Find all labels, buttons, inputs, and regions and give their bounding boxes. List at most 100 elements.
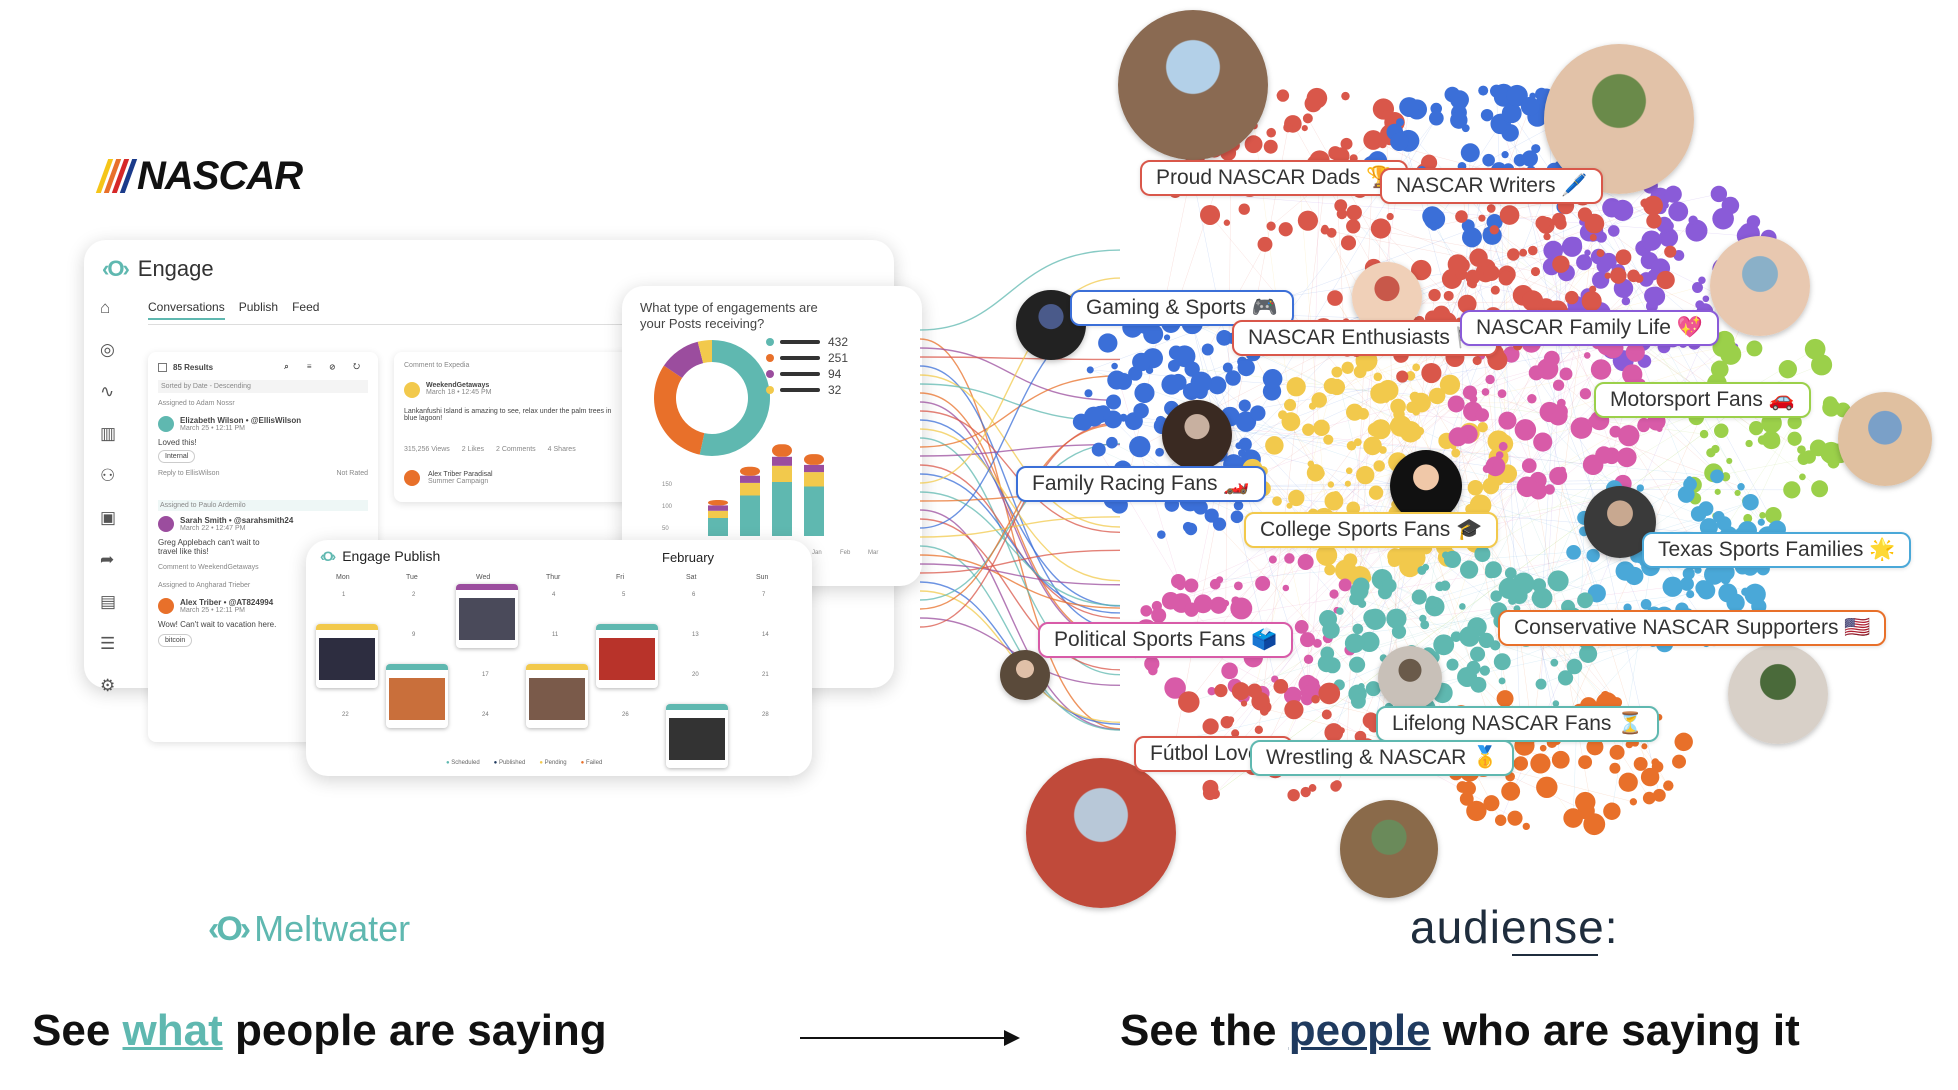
- segment-label[interactable]: NASCAR Writers 🖊️: [1380, 168, 1604, 204]
- segment-label[interactable]: Motorsport Fans 🚗: [1594, 382, 1811, 418]
- author: Alex Triber • @AT824994: [180, 598, 274, 607]
- post-shares[interactable]: 4 Shares: [547, 446, 576, 453]
- people-icon[interactable]: ⚇: [100, 466, 116, 485]
- network-edge: [1416, 476, 1726, 691]
- calendar-date[interactable]: 17: [482, 672, 489, 678]
- calendar-date[interactable]: 6: [692, 592, 696, 598]
- calendar-date[interactable]: 14: [762, 632, 769, 638]
- segment-label[interactable]: NASCAR Enthusiasts 🏁: [1232, 320, 1498, 356]
- post-comments[interactable]: 2 Comments: [495, 446, 536, 453]
- calendar-date[interactable]: 9: [412, 632, 416, 638]
- calendar-date[interactable]: 28: [762, 712, 769, 718]
- tag-chip[interactable]: Internal: [158, 450, 196, 463]
- audience-node: [1501, 781, 1521, 801]
- post-likes[interactable]: 2 Likes: [461, 446, 484, 453]
- calendar-date[interactable]: 7: [762, 592, 766, 598]
- scheduled-post-thumbnail[interactable]: [316, 624, 378, 688]
- audience-node: [1460, 560, 1479, 579]
- audience-node: [1364, 608, 1386, 630]
- legend-label: Scheduled: [451, 760, 480, 766]
- calendar-date[interactable]: 2: [412, 592, 416, 598]
- audience-node: [1757, 518, 1765, 526]
- list-toolbar-icons[interactable]: ⌕ ≡ ⊘ ↻: [284, 362, 368, 371]
- reply-label[interactable]: Reply to EllisWilson: [158, 470, 220, 477]
- audience-node: [1455, 210, 1468, 223]
- scheduled-post-thumbnail[interactable]: [526, 664, 588, 728]
- chart-title: What type of engagements are your Posts …: [640, 300, 818, 331]
- scheduled-post-thumbnail[interactable]: [596, 624, 658, 688]
- engagement-chart-card: What type of engagements are your Posts …: [622, 286, 922, 586]
- sliders-icon[interactable]: ☰: [100, 634, 116, 653]
- list-item[interactable]: Sarah Smith • @sarahsmith24 March 22 • 1…: [158, 516, 368, 532]
- connector-line: [919, 518, 1121, 671]
- gear-icon[interactable]: ⚙: [100, 676, 116, 695]
- audience-node: [1494, 814, 1507, 826]
- tab-publish[interactable]: Publish: [238, 300, 279, 314]
- list-item[interactable]: Elizabeth Wilson • @EllisWilson March 25…: [158, 416, 368, 432]
- audience-node: [1129, 436, 1151, 458]
- compass-icon[interactable]: ◎: [100, 340, 115, 359]
- audience-node: [1498, 270, 1514, 286]
- segment-label[interactable]: NASCAR Family Life 💖: [1460, 310, 1719, 346]
- audience-node: [1737, 483, 1745, 491]
- audience-node: [1155, 447, 1164, 457]
- bar-segment: [740, 495, 760, 536]
- audience-node: [1412, 408, 1420, 416]
- select-all-checkbox[interactable]: [158, 362, 167, 372]
- audience-node: [1475, 408, 1490, 422]
- calendar-date[interactable]: 21: [762, 672, 769, 678]
- audience-node: [1692, 282, 1703, 293]
- audience-node: [1441, 551, 1450, 559]
- audience-node: [1370, 218, 1391, 239]
- segment-label[interactable]: Texas Sports Families 🌟: [1642, 532, 1912, 568]
- segment-label[interactable]: College Sports Fans 🎓: [1244, 512, 1499, 548]
- audience-node: [1201, 343, 1214, 356]
- tab-feed[interactable]: Feed: [292, 300, 320, 314]
- segment-label[interactable]: Political Sports Fans 🗳️: [1038, 622, 1294, 658]
- chat-icon[interactable]: ▣: [100, 508, 117, 527]
- audience-node: [1111, 362, 1118, 370]
- assignment-label: Assigned to Adam Nossr: [158, 400, 235, 407]
- audience-node: [1543, 350, 1560, 367]
- audience-node: [1746, 340, 1763, 357]
- activity-icon[interactable]: ∿: [100, 382, 115, 401]
- tag-chip[interactable]: bitcoin: [158, 634, 193, 647]
- audience-node: [1306, 464, 1325, 482]
- calendar-date[interactable]: 5: [622, 592, 626, 598]
- calendar-date[interactable]: 20: [692, 672, 699, 678]
- scheduled-post-thumbnail[interactable]: [386, 664, 448, 728]
- segment-label[interactable]: Conservative NASCAR Supporters 🇺🇸: [1498, 610, 1887, 646]
- scheduled-post-thumbnail[interactable]: [456, 584, 518, 648]
- network-edge: [1357, 598, 1555, 663]
- tab-conversations[interactable]: Conversations: [148, 300, 225, 320]
- calendar-date[interactable]: 26: [622, 712, 629, 718]
- bar-segment: [708, 505, 728, 511]
- segment-label[interactable]: Gaming & Sports 🎮: [1070, 290, 1294, 326]
- audience-node: [1485, 561, 1502, 578]
- connector-line: [919, 356, 1121, 361]
- document-icon[interactable]: ▤: [100, 592, 117, 611]
- calendar-date[interactable]: 1: [342, 592, 346, 598]
- home-icon[interactable]: ⌂: [100, 298, 111, 317]
- calendar-date[interactable]: 24: [482, 712, 489, 718]
- audience-node: [1257, 236, 1273, 252]
- bar-chart-icon[interactable]: ▥: [100, 424, 117, 443]
- share-icon[interactable]: ➦: [100, 550, 115, 569]
- audience-node: [1682, 567, 1695, 580]
- segment-label[interactable]: Proud NASCAR Dads 🏆: [1140, 160, 1409, 196]
- list-item[interactable]: Alex Triber • @AT824994 March 25 • 12:11…: [158, 598, 368, 614]
- audience-node: [1143, 324, 1164, 345]
- reply-label[interactable]: Comment to WeekendGetaways: [158, 564, 259, 571]
- audience-node: [1528, 365, 1544, 381]
- calendar-date[interactable]: 11: [552, 632, 559, 638]
- segment-label[interactable]: Family Racing Fans 🏎️: [1016, 466, 1266, 502]
- calendar-date[interactable]: 13: [692, 632, 699, 638]
- segment-label[interactable]: Wrestling & NASCAR 🥇: [1250, 740, 1515, 776]
- audience-node: [1412, 363, 1421, 372]
- scheduled-post-thumbnail[interactable]: [666, 704, 728, 768]
- audience-node: [1664, 185, 1682, 203]
- calendar-date[interactable]: 4: [552, 592, 556, 598]
- calendar-date[interactable]: 22: [342, 712, 349, 718]
- segment-label[interactable]: Lifelong NASCAR Fans ⏳: [1376, 706, 1660, 742]
- network-edge: [1503, 93, 1660, 796]
